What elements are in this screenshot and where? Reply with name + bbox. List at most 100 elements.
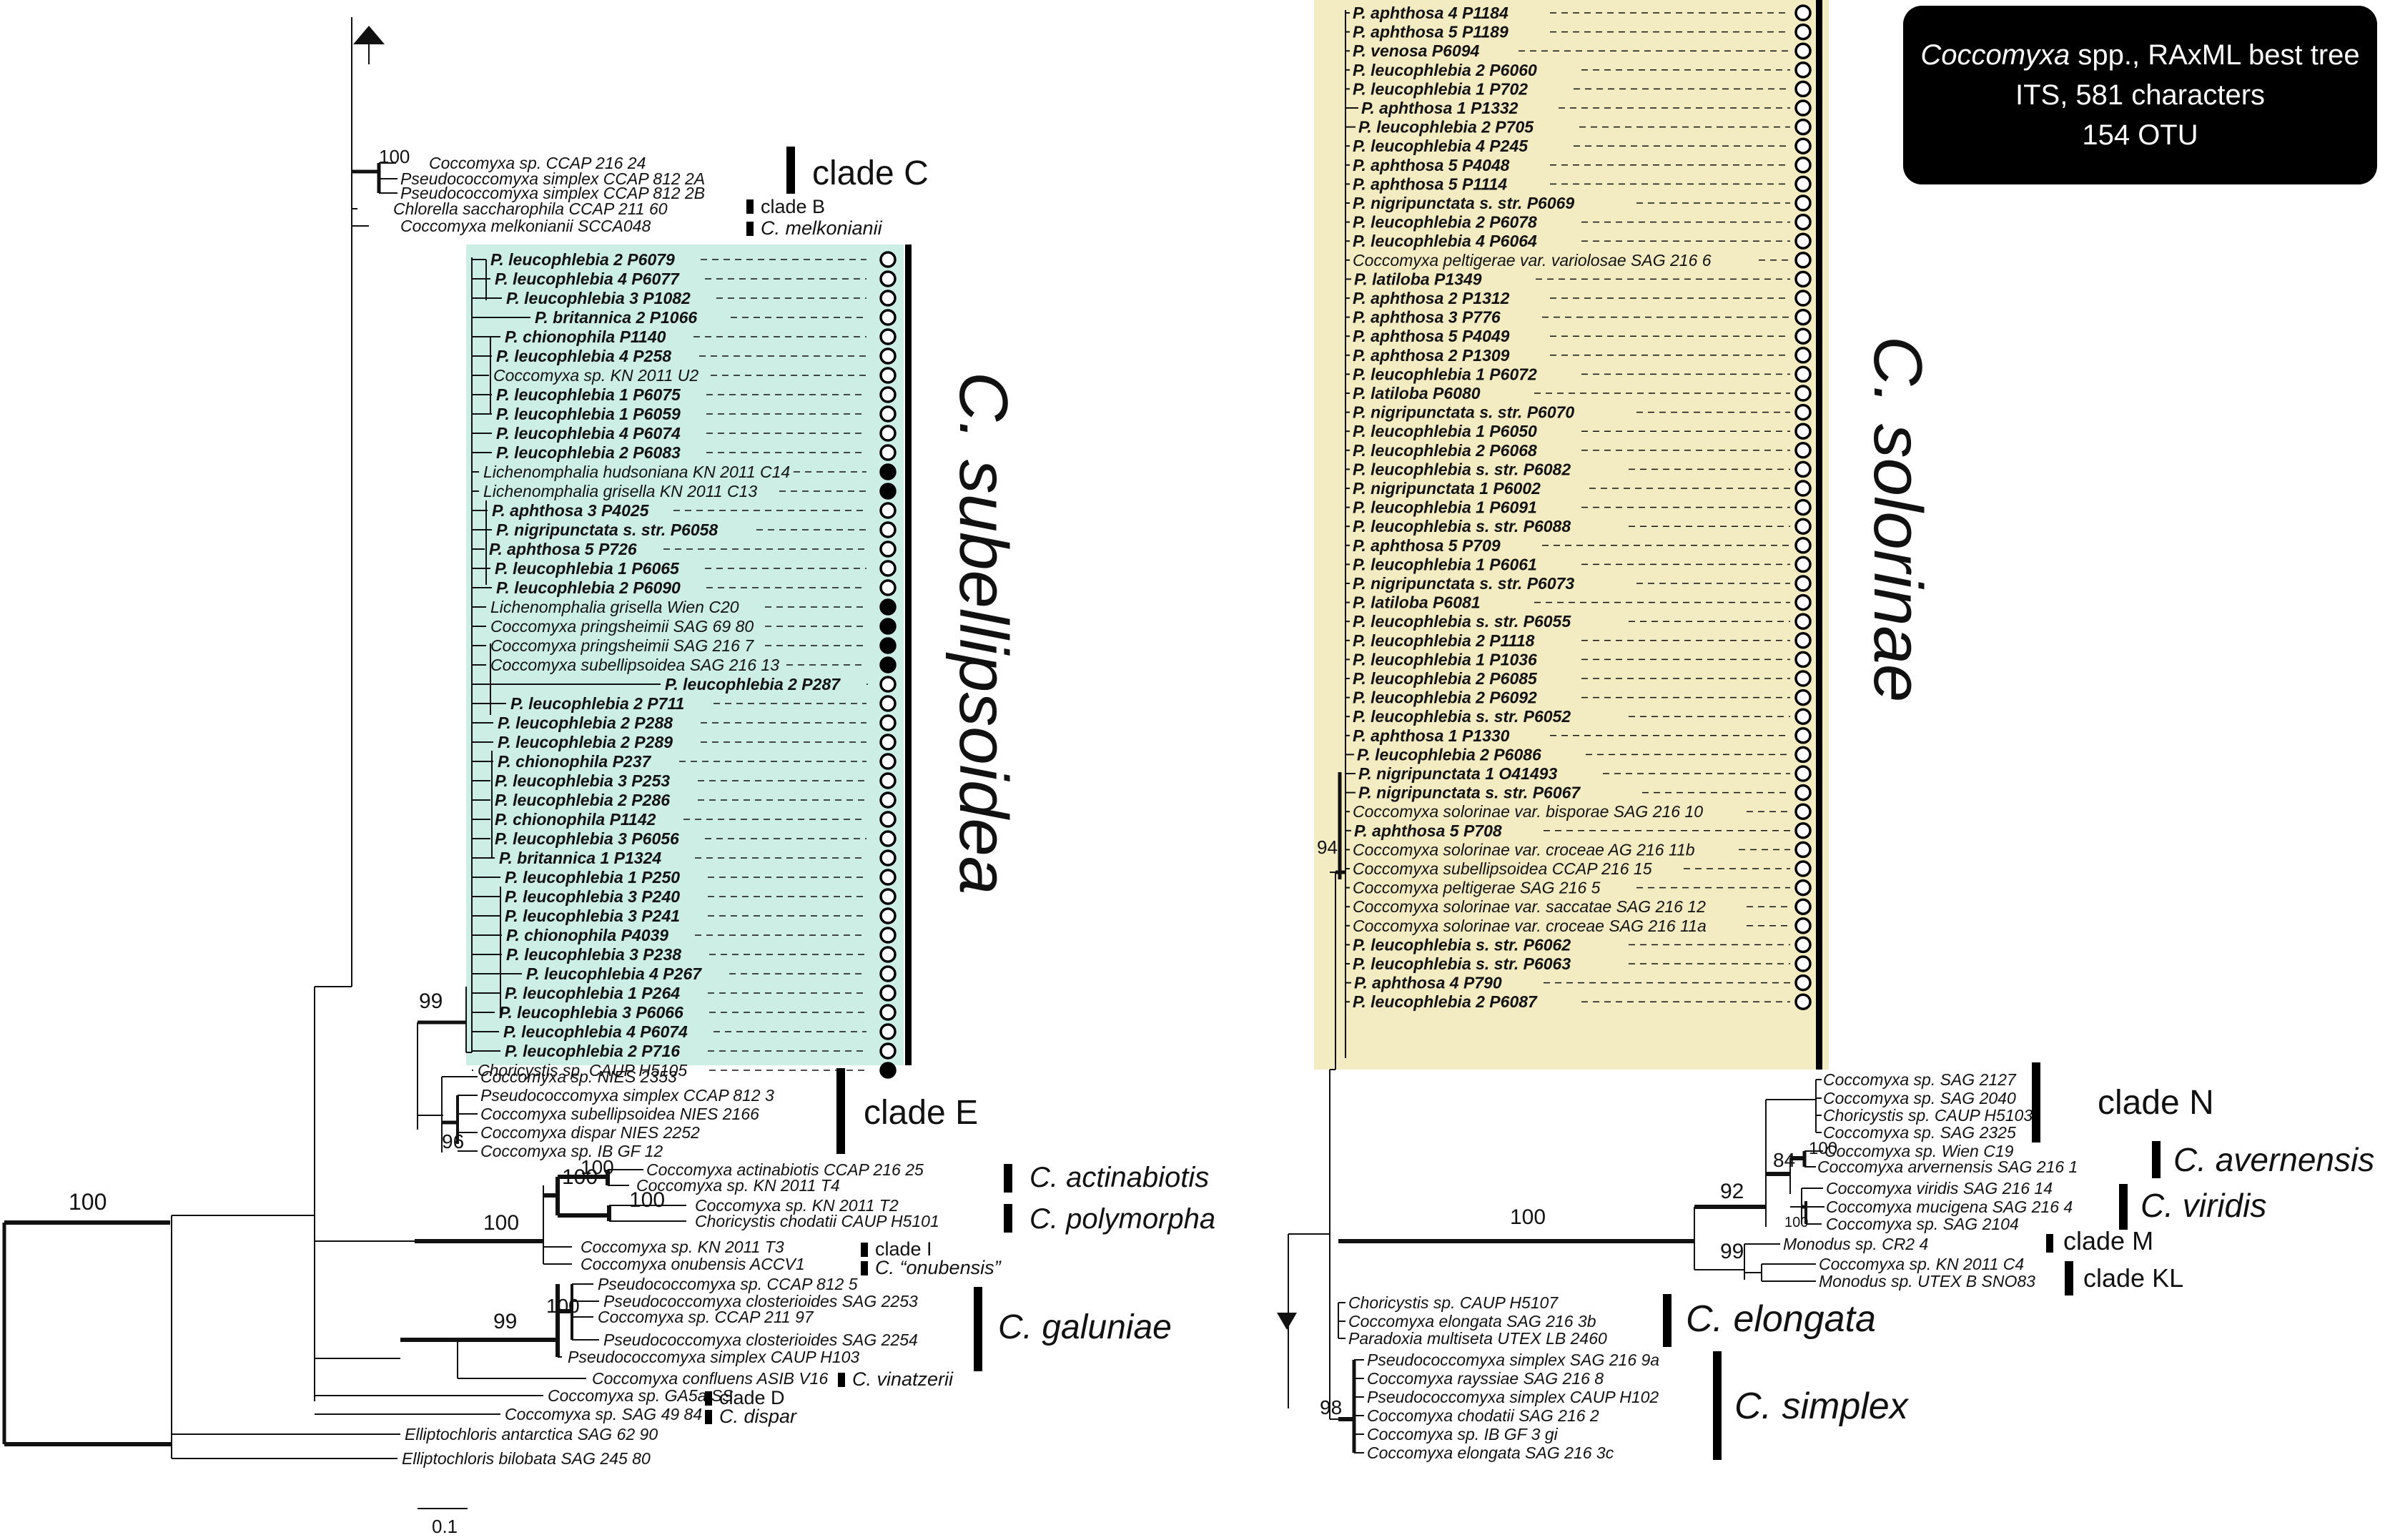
- bar-vinatzerii: [838, 1373, 845, 1387]
- taxon-label: P. aphthosa 5 P1189: [1353, 23, 1508, 41]
- open-circle-marker: [879, 714, 897, 731]
- bar-viridis: [2119, 1184, 2128, 1230]
- open-circle-marker: [879, 772, 897, 789]
- taxon-label: P. aphthosa 5 P1114: [1353, 174, 1507, 193]
- bar-clade-d: [705, 1391, 712, 1406]
- bar-actinabiotis: [1004, 1164, 1012, 1193]
- open-circle-marker: [879, 290, 897, 307]
- open-circle-marker: [1794, 308, 1812, 326]
- filled-circle-marker: [879, 637, 897, 654]
- open-circle-marker: [1794, 423, 1812, 440]
- title-line-1-rest: spp., RAxML best tree: [2070, 39, 2360, 71]
- taxon-label: Lichenomphalia grisella Wien C20: [490, 598, 739, 616]
- leaf-markers: [879, 4, 1812, 1079]
- taxon-label: Coccomyxa solorinae var. saccatae SAG 21…: [1353, 897, 1706, 916]
- taxon-label: P. leucophlebia 2 P286: [495, 791, 670, 809]
- taxon-label: Coccomyxa arvernensis SAG 216 1: [1817, 1158, 2078, 1176]
- taxon-label: Lichenomphalia grisella KN 2011 C13: [483, 482, 757, 500]
- taxon-label: P. leucophlebia 3 P238: [506, 945, 681, 964]
- open-circle-marker: [1794, 670, 1812, 687]
- taxon-label: P. aphthosa 3 P4025: [492, 501, 650, 520]
- taxon-label: P. leucophlebia 3 P1082: [506, 289, 691, 307]
- taxon-label: P. leucophlebia 2 P6079: [490, 250, 675, 269]
- open-circle-marker: [1794, 442, 1812, 459]
- open-circle-marker: [1794, 708, 1812, 725]
- taxon-label: Coccomyxa solorinae var. croceae SAG 216…: [1353, 917, 1707, 935]
- taxon-label: Paradoxia multiseta UTEX LB 2460: [1348, 1329, 1607, 1348]
- taxon-label: P. leucophlebia 1 P1036: [1353, 650, 1537, 668]
- filled-circle-marker: [879, 1062, 897, 1079]
- taxon-label: P. leucophlebia 2 P705: [1358, 118, 1534, 137]
- taxon-label: P. leucophlebia 2 P6087: [1353, 992, 1538, 1011]
- open-circle-marker: [879, 444, 897, 461]
- open-circle-marker: [879, 984, 897, 1002]
- open-circle-marker: [1794, 803, 1812, 820]
- open-circle-marker: [879, 386, 897, 403]
- taxon-label: Coccomyxa sp. SAG 2104: [1826, 1215, 2019, 1233]
- taxon-label: Coccomyxa solorinae var. bisporae SAG 21…: [1353, 802, 1703, 821]
- open-circle-marker: [879, 946, 897, 963]
- taxon-label: P. leucophlebia 4 P6074: [503, 1022, 688, 1041]
- open-circle-marker: [1794, 403, 1812, 421]
- truncated-branch-arrow: [1277, 1313, 1297, 1330]
- taxon-label: Pseudococcomyxa simplex CAUP H103: [568, 1348, 859, 1366]
- open-circle-marker: [879, 502, 897, 519]
- taxon-label: P. chionophila P4039: [506, 926, 668, 944]
- taxon-label: Coccomyxa melkonianii SCCA048: [400, 217, 651, 235]
- open-circle-marker: [1794, 460, 1812, 478]
- taxon-label: Coccomyxa sp. KN 2011 T4: [636, 1176, 840, 1195]
- taxon-label: P. leucophlebia s. str. P6052: [1353, 707, 1571, 726]
- taxon-label: P. aphthosa 1 P1332: [1361, 99, 1519, 117]
- open-circle-marker: [1794, 385, 1812, 402]
- taxon-label: Monodus sp. UTEX B SNO83: [1819, 1272, 2035, 1290]
- bar-clade-b: [746, 199, 754, 214]
- scale-bar-label: 0.1: [432, 1516, 458, 1537]
- taxon-label: Coccomyxa sp. IB GF 3 gi: [1367, 1425, 1559, 1443]
- support-galuniae-sub: 100: [546, 1295, 580, 1317]
- taxon-label: Coccomyxa sp. KN 2011 U2: [493, 366, 698, 385]
- taxon-label: Coccomyxa sp. GA5a SS: [548, 1386, 734, 1405]
- open-circle-marker: [1794, 593, 1812, 611]
- bar-clade-c: [786, 147, 795, 194]
- taxon-label: Elliptochloris bilobata SAG 245 80: [402, 1449, 651, 1468]
- title-genus: Coccomyxa: [1920, 39, 2070, 71]
- taxon-label: Coccomyxa subellipsoidea SAG 216 13: [490, 656, 779, 674]
- open-circle-marker: [1794, 765, 1812, 782]
- taxon-label: P. aphthosa 2 P1312: [1353, 289, 1510, 307]
- taxon-label: P. leucophlebia 2 P6060: [1353, 61, 1537, 79]
- taxon-label: Coccomyxa sp. SAG 2127: [1823, 1070, 2017, 1089]
- taxon-label: Pseudococcomyxa simplex CAUP H102: [1367, 1388, 1659, 1406]
- open-circle-marker: [1794, 213, 1812, 231]
- taxon-label: P. latiloba P6081: [1353, 593, 1481, 612]
- taxon-label: P. leucophlebia 1 P702: [1353, 79, 1528, 98]
- taxon-label: Pseudococcomyxa sp. CCAP 812 5: [598, 1275, 858, 1293]
- taxon-label: P. leucophlebia 2 P6083: [496, 443, 681, 462]
- open-circle-marker: [1794, 252, 1812, 269]
- taxon-label: P. leucophlebia 3 P240: [505, 887, 680, 906]
- open-circle-marker: [1794, 137, 1812, 154]
- truncated-branch-arrow: [353, 26, 385, 44]
- taxon-label: P. leucophlebia 4 P6064: [1353, 232, 1537, 250]
- title-line-2: ITS, 581 characters: [2015, 79, 2266, 111]
- taxon-label: Pseudococcomyxa simplex CCAP 812 2A: [400, 169, 705, 188]
- taxon-label: P. leucophlebia 2 P287: [665, 675, 841, 694]
- taxon-label: Coccomyxa chodatii SAG 216 2: [1367, 1406, 1599, 1425]
- open-circle-marker: [879, 869, 897, 886]
- open-circle-marker: [879, 579, 897, 596]
- open-circle-marker: [1794, 575, 1812, 592]
- open-circle-marker: [1794, 4, 1812, 21]
- taxon-label: P. aphthosa 4 P1184: [1353, 4, 1508, 22]
- taxon-label: Coccomyxa elongata SAG 216 3b: [1348, 1312, 1596, 1331]
- open-circle-marker: [879, 753, 897, 770]
- open-circle-marker: [1794, 347, 1812, 364]
- taxon-label: Coccomyxa sp. CCAP 216 24: [429, 154, 646, 172]
- open-circle-marker: [879, 907, 897, 924]
- taxon-label: P. leucophlebia 2 P289: [498, 733, 673, 751]
- tree-title-box: Coccomyxa spp., RAxML best tree ITS, 581…: [1903, 6, 2377, 184]
- taxon-label: P. leucophlebia 2 P6092: [1353, 688, 1537, 707]
- filled-circle-marker: [879, 483, 897, 500]
- taxon-label: Pseudococcomyxa simplex SAG 216 9a: [1367, 1351, 1659, 1369]
- taxon-label: P. leucophlebia 2 P711: [510, 694, 684, 713]
- open-circle-marker: [1794, 270, 1812, 288]
- open-circle-marker: [879, 309, 897, 326]
